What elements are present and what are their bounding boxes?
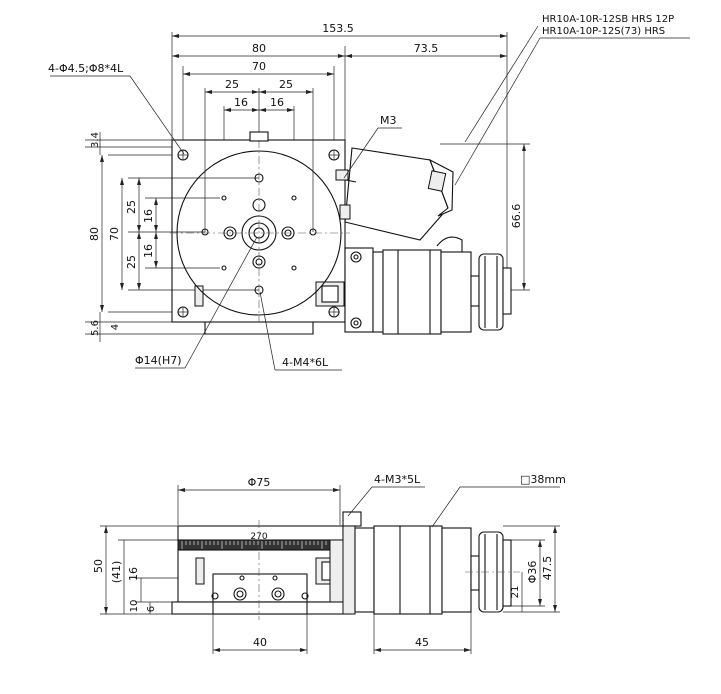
dim-pitch-left: 25: [225, 78, 239, 91]
side-view: Φ75 270 50 (41): [92, 473, 566, 654]
dim-stage-width: 80: [252, 42, 266, 55]
dim-height-41: (41): [110, 561, 123, 584]
dim-height-6: 6: [146, 606, 157, 612]
callout-motor-flange: □38mm: [520, 473, 566, 486]
top-view: 153.5 80 73.5 70 25 25 16 16: [48, 14, 690, 371]
mount-holes: [177, 149, 340, 318]
dim-pitch-right: 25: [279, 78, 293, 91]
dim-overall-width: 153.5: [322, 22, 354, 35]
dim-side-25-top: 25: [125, 200, 138, 214]
dim-hole-spacing: 70: [252, 60, 266, 73]
stepper-motor-side: [342, 511, 520, 615]
dim-bottom-offset: 5.6: [90, 320, 101, 336]
dim-side-16-bottom: 16: [142, 244, 155, 258]
dim-motor-height: 66.6: [510, 204, 523, 229]
callout-connector-line1: HR10A-10R-12SB HRS 12P: [542, 14, 674, 25]
connector-housing: [335, 147, 454, 241]
dim-knob-height: 47.5: [541, 556, 554, 581]
callout-connector-line2: HR10A-10P-12S(73) HRS: [542, 26, 665, 37]
dim-side-70: 70: [108, 227, 121, 241]
dim-knob-21: 21: [510, 586, 521, 599]
dim-side-16-top: 16: [142, 209, 155, 223]
dim-total-height: 50: [92, 559, 105, 573]
left-dimension-lines: [85, 132, 259, 342]
callout-mount-holes: 4-Φ4.5;Φ8*4L: [48, 62, 124, 75]
dim-base-width: 40: [253, 636, 267, 649]
callout-center-bore: Φ14(H7): [135, 354, 182, 367]
callout-side-holes: 4-M3*5L: [374, 473, 421, 486]
dim-motor-length: 45: [415, 636, 429, 649]
dim-knob-dia: Φ36: [526, 561, 539, 584]
dim-height-10: 10: [129, 600, 140, 613]
dim-height-16: 16: [127, 567, 140, 581]
stepper-motor-top: [344, 236, 512, 335]
dim-table-dia: Φ75: [248, 476, 271, 489]
top-dimension-lines: [172, 34, 507, 112]
dim-side-25-bottom: 25: [125, 255, 138, 269]
dim-motor-extension: 73.5: [414, 42, 439, 55]
dim-side-height: 80: [88, 227, 101, 241]
callout-screw: M3: [380, 114, 397, 127]
dim-inner-right: 16: [270, 96, 284, 109]
dim-bottom-inner: 4: [110, 324, 121, 330]
top-extension-lines: [171, 32, 508, 290]
scale-ticks: [181, 541, 339, 549]
callout-table-holes: 4-M4*6L: [282, 356, 329, 369]
dim-top-offset: 3.4: [90, 132, 101, 148]
dim-inner-left: 16: [234, 96, 248, 109]
